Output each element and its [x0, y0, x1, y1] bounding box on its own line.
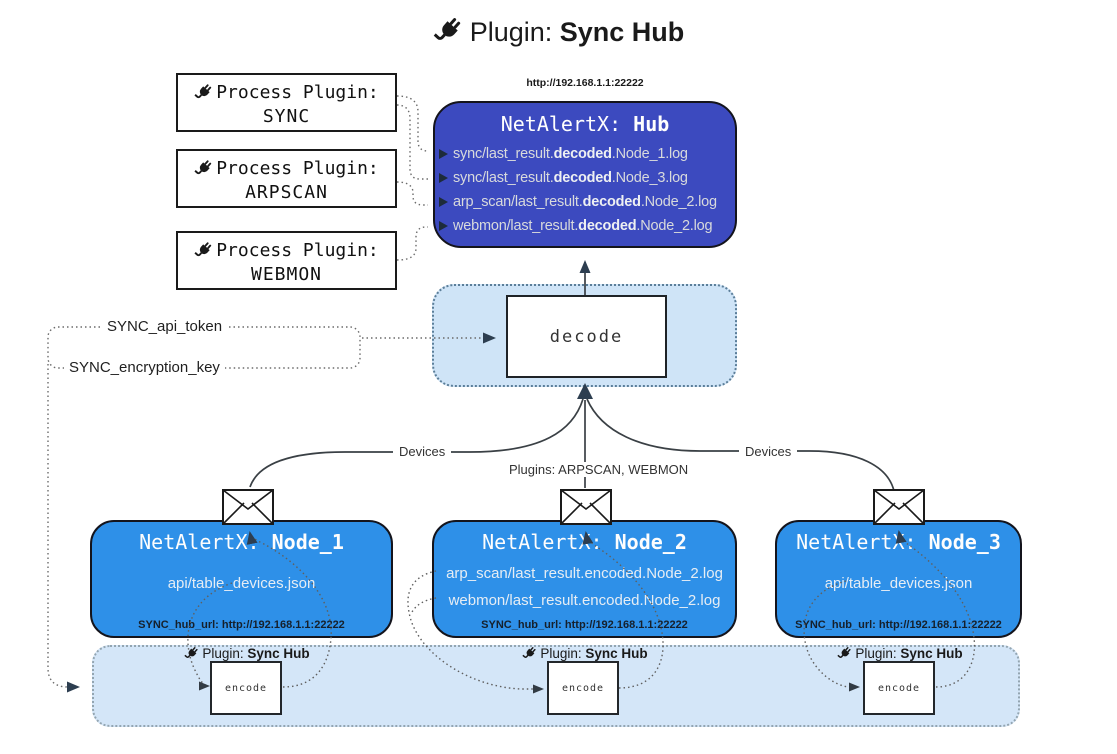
- hub-log-line: sync/last_result.decoded.Node_1.log: [435, 142, 735, 166]
- process-plugin-name: ARPSCAN: [245, 182, 328, 203]
- envelope-icon: [560, 489, 612, 525]
- hub-url: http://192.168.1.1:22222: [526, 77, 644, 89]
- process-plugin-name: SYNC: [262, 106, 311, 127]
- encode-box: encode: [547, 661, 619, 715]
- encode-box: encode: [863, 661, 935, 715]
- hub-log-line: arp_scan/last_result.decoded.Node_2.log: [435, 190, 735, 214]
- plug-icon: [522, 645, 538, 661]
- process-plugin-box-sync: Process Plugin: SYNC: [176, 73, 397, 132]
- hub-box: NetAlertX: Hub sync/last_result.decoded.…: [433, 101, 737, 248]
- process-plugin-label: Process Plugin:: [216, 240, 379, 261]
- node-hub-url: SYNC_hub_url: http://192.168.1.1:22222: [138, 619, 345, 631]
- encode-plugin-label: Plugin: Sync Hub: [485, 645, 685, 661]
- node-title: NetAlertX: Node_2: [482, 530, 687, 554]
- triangle-right-icon: [439, 149, 448, 159]
- process-plugin-label: Process Plugin:: [216, 82, 379, 103]
- page-title: Plugin: Sync Hub: [0, 15, 1117, 48]
- process-plugin-box-arpscan: Process Plugin: ARPSCAN: [176, 149, 397, 208]
- node-hub-url: SYNC_hub_url: http://192.168.1.1:22222: [795, 619, 1002, 631]
- envelope-icon: [873, 489, 925, 525]
- hub-title: NetAlertX: Hub: [500, 112, 670, 136]
- plug-icon: [837, 645, 853, 661]
- node-files: api/table_devices.json: [824, 575, 973, 592]
- sync-api-token-label: SYNC_api_token: [102, 318, 228, 335]
- plug-icon: [194, 159, 214, 178]
- plug-icon: [433, 15, 463, 46]
- edge-label-devices-right: Devices: [739, 444, 798, 459]
- title-name: Sync Hub: [559, 17, 685, 47]
- sync-encryption-key-label: SYNC_encryption_key: [64, 359, 225, 376]
- plug-icon: [194, 83, 214, 102]
- edge-label-devices-left: Devices: [393, 444, 452, 459]
- node-box-node1: NetAlertX: Node_1 api/table_devices.json…: [90, 520, 393, 638]
- triangle-right-icon: [439, 221, 448, 231]
- encode-plugin-label: Plugin: Sync Hub: [147, 645, 347, 661]
- title-prefix: Plugin:: [469, 17, 553, 47]
- triangle-right-icon: [439, 197, 448, 207]
- encode-box: encode: [210, 661, 282, 715]
- hub-log-line: webmon/last_result.decoded.Node_2.log: [435, 214, 735, 238]
- edge-label-plugins: Plugins: ARPSCAN, WEBMON: [503, 462, 695, 477]
- envelope-icon: [222, 489, 274, 525]
- triangle-right-icon: [439, 173, 448, 183]
- node-title: NetAlertX: Node_1: [139, 530, 344, 554]
- plug-icon: [194, 241, 214, 260]
- decode-box: decode: [506, 295, 667, 378]
- node-box-node3: NetAlertX: Node_3 api/table_devices.json…: [775, 520, 1022, 638]
- node-hub-url: SYNC_hub_url: http://192.168.1.1:22222: [481, 619, 688, 631]
- plug-icon: [184, 645, 200, 661]
- process-plugin-name: WEBMON: [250, 264, 323, 285]
- hub-log-line: sync/last_result.decoded.Node_3.log: [435, 166, 735, 190]
- process-plugin-box-webmon: Process Plugin: WEBMON: [176, 231, 397, 290]
- process-plugin-label: Process Plugin:: [216, 158, 379, 179]
- node-files: api/table_devices.json: [167, 575, 316, 592]
- node-box-node2: NetAlertX: Node_2 arp_scan/last_result.e…: [432, 520, 737, 638]
- encode-plugin-label: Plugin: Sync Hub: [800, 645, 1000, 661]
- node-title: NetAlertX: Node_3: [796, 530, 1001, 554]
